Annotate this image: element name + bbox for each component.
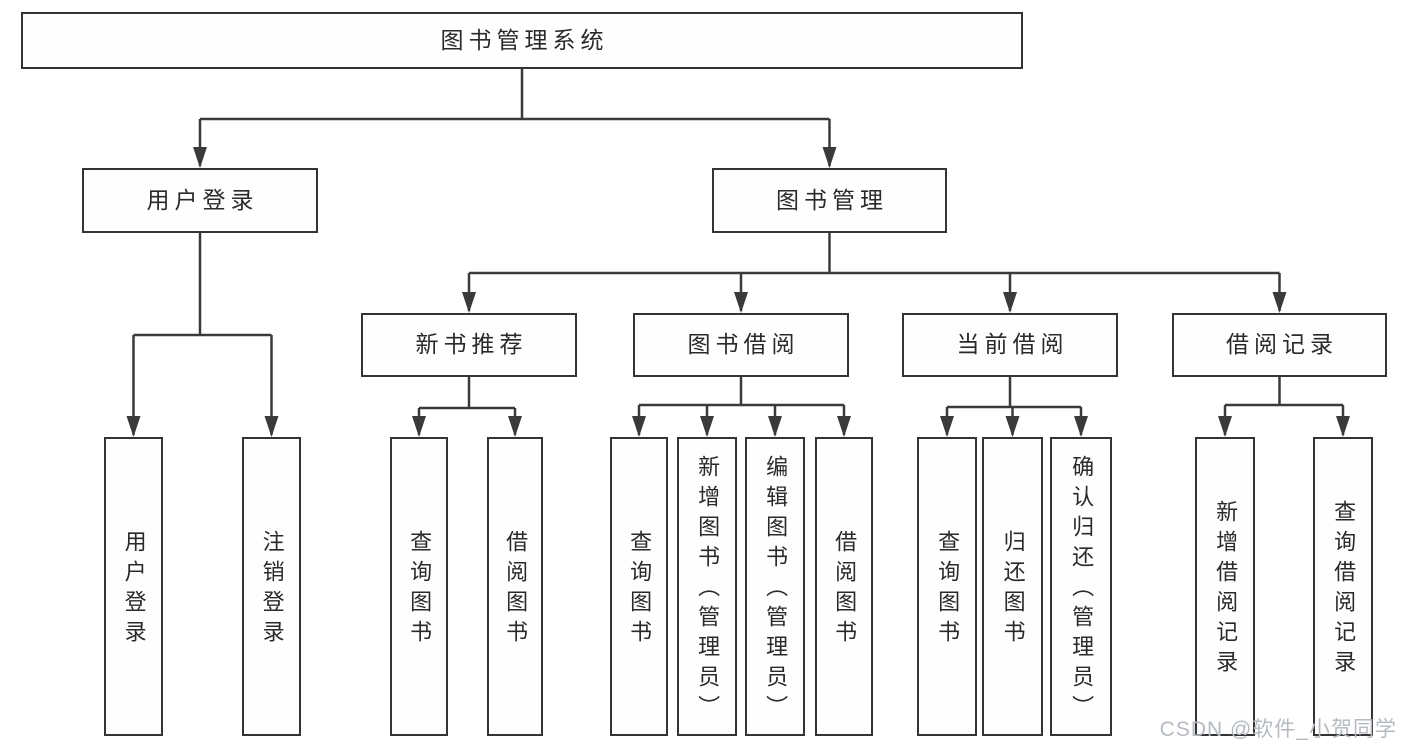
leaf-borrow-books: 借阅图书	[815, 437, 873, 736]
leaf-add-borrow-record: 新增借阅记录	[1195, 437, 1255, 736]
node-borrowing-records: 借阅记录	[1172, 313, 1387, 377]
leaf-query-books-current: 查询图书	[917, 437, 977, 736]
leaf-query-borrow-record: 查询借阅记录	[1313, 437, 1373, 736]
leaf-add-books-admin: 新增图书（管理员）	[677, 437, 737, 736]
node-new-book-recommend: 新书推荐	[361, 313, 577, 377]
leaf-query-books-borrowing: 查询图书	[610, 437, 668, 736]
leaf-logout: 注销登录	[242, 437, 301, 736]
leaf-query-books-recommend: 查询图书	[390, 437, 448, 736]
node-root-library-system: 图书管理系统	[21, 12, 1023, 69]
node-current-borrowing: 当前借阅	[902, 313, 1118, 377]
node-user-login: 用户登录	[82, 168, 318, 233]
node-book-management: 图书管理	[712, 168, 947, 233]
leaf-return-books: 归还图书	[982, 437, 1043, 736]
leaf-user-login: 用户登录	[104, 437, 163, 736]
arrowhead-icons	[126, 147, 1350, 437]
leaf-borrow-books-recommend: 借阅图书	[487, 437, 543, 736]
leaf-edit-books-admin: 编辑图书（管理员）	[745, 437, 805, 736]
node-book-borrowing: 图书借阅	[633, 313, 849, 377]
leaf-confirm-return-admin: 确认归还（管理员）	[1050, 437, 1112, 736]
